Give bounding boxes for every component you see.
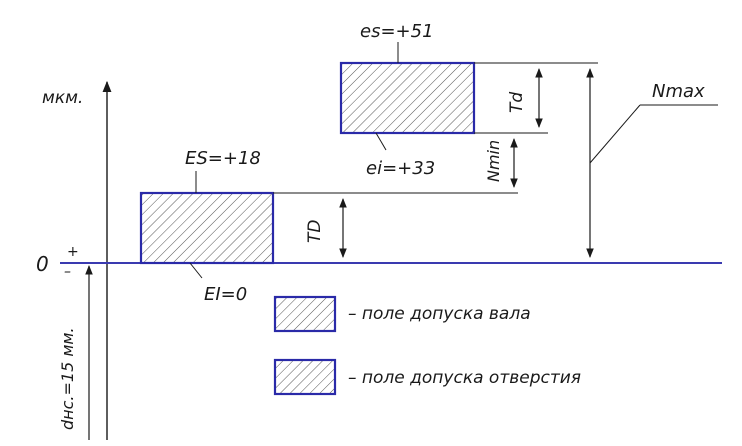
min-interference-label: Nmin xyxy=(484,140,503,182)
hole-lower-deviation-label: EI=0 xyxy=(204,284,247,305)
unit-label: мкм. xyxy=(42,88,83,108)
legend: – поле допуска вала – поле допуска отвер… xyxy=(273,295,581,396)
legend-hole-label: – поле допуска отверстия xyxy=(348,368,581,388)
zero-label: 0 xyxy=(36,252,49,276)
nominal-size-label: dнс.=15 мм. xyxy=(58,327,77,430)
legend-shaft-label: – поле допуска вала xyxy=(348,304,531,324)
legend-hole-swatch xyxy=(273,358,337,396)
nmax-leader xyxy=(589,104,641,164)
shaft-tolerance-label: Td xyxy=(507,92,527,113)
hole-tolerance-zone xyxy=(139,191,275,265)
shaft-lower-deviation-label: ei=+33 xyxy=(366,158,435,179)
minus-sign: – xyxy=(64,264,71,280)
max-interference-label: Nmax xyxy=(652,81,705,102)
shaft-upper-deviation-label: es=+51 xyxy=(360,21,434,42)
hole-tolerance-label: TD xyxy=(305,220,325,243)
shaft-tolerance-zone xyxy=(339,61,476,135)
hole-upper-deviation-label: ES=+18 xyxy=(185,148,261,169)
plus-sign: + xyxy=(67,244,79,260)
ei-shaft-leader xyxy=(375,132,387,151)
ei-leader xyxy=(189,262,203,279)
legend-shaft-swatch xyxy=(273,295,337,333)
